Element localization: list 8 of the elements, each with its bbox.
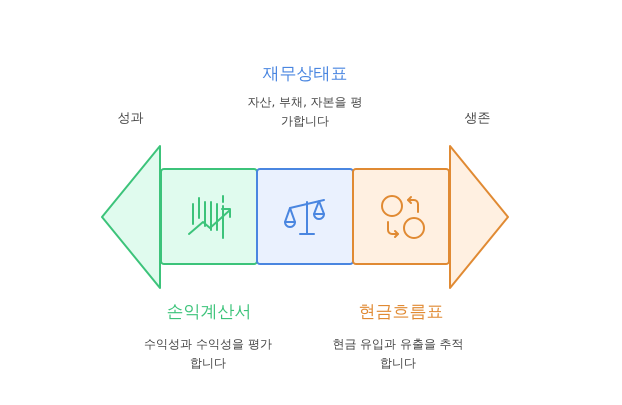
side-label: 성과	[118, 110, 144, 127]
heading: 현금흐름표	[358, 301, 444, 323]
heading: 손익계산서	[166, 301, 252, 323]
description: 현금 유입과 유출을 추적합니다	[331, 336, 465, 372]
description: 수익성과 수익성을 평가합니다	[143, 336, 273, 372]
description: 자산, 부채, 자본을 평가합니다	[246, 94, 364, 130]
heading: 재무상태표	[262, 63, 348, 85]
side-label: 생존	[464, 110, 490, 127]
